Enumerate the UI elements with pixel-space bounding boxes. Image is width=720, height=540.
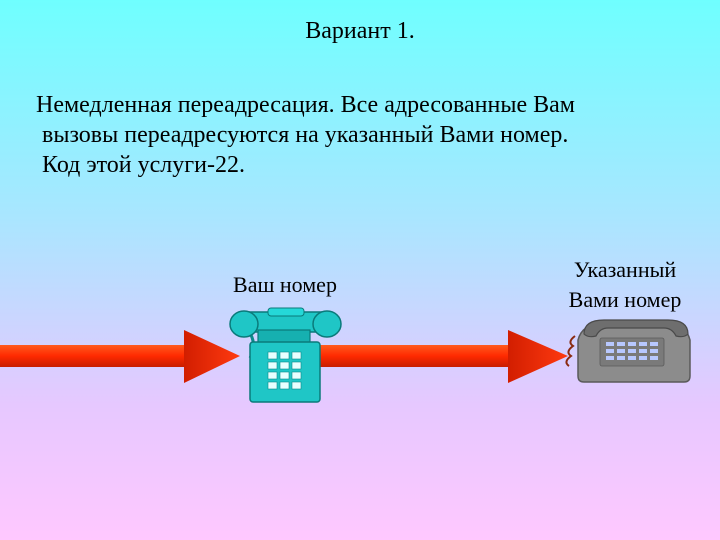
target-number-label-line-2: Вами номер <box>540 285 710 315</box>
target-number-label: Указанный Вами номер <box>540 255 710 315</box>
forward-arrow-2 <box>318 330 568 383</box>
forward-arrow-1 <box>0 330 240 383</box>
target-phone-icon <box>566 320 690 382</box>
target-number-label-line-1: Указанный <box>540 255 710 285</box>
your-number-label: Ваш номер <box>205 270 365 300</box>
